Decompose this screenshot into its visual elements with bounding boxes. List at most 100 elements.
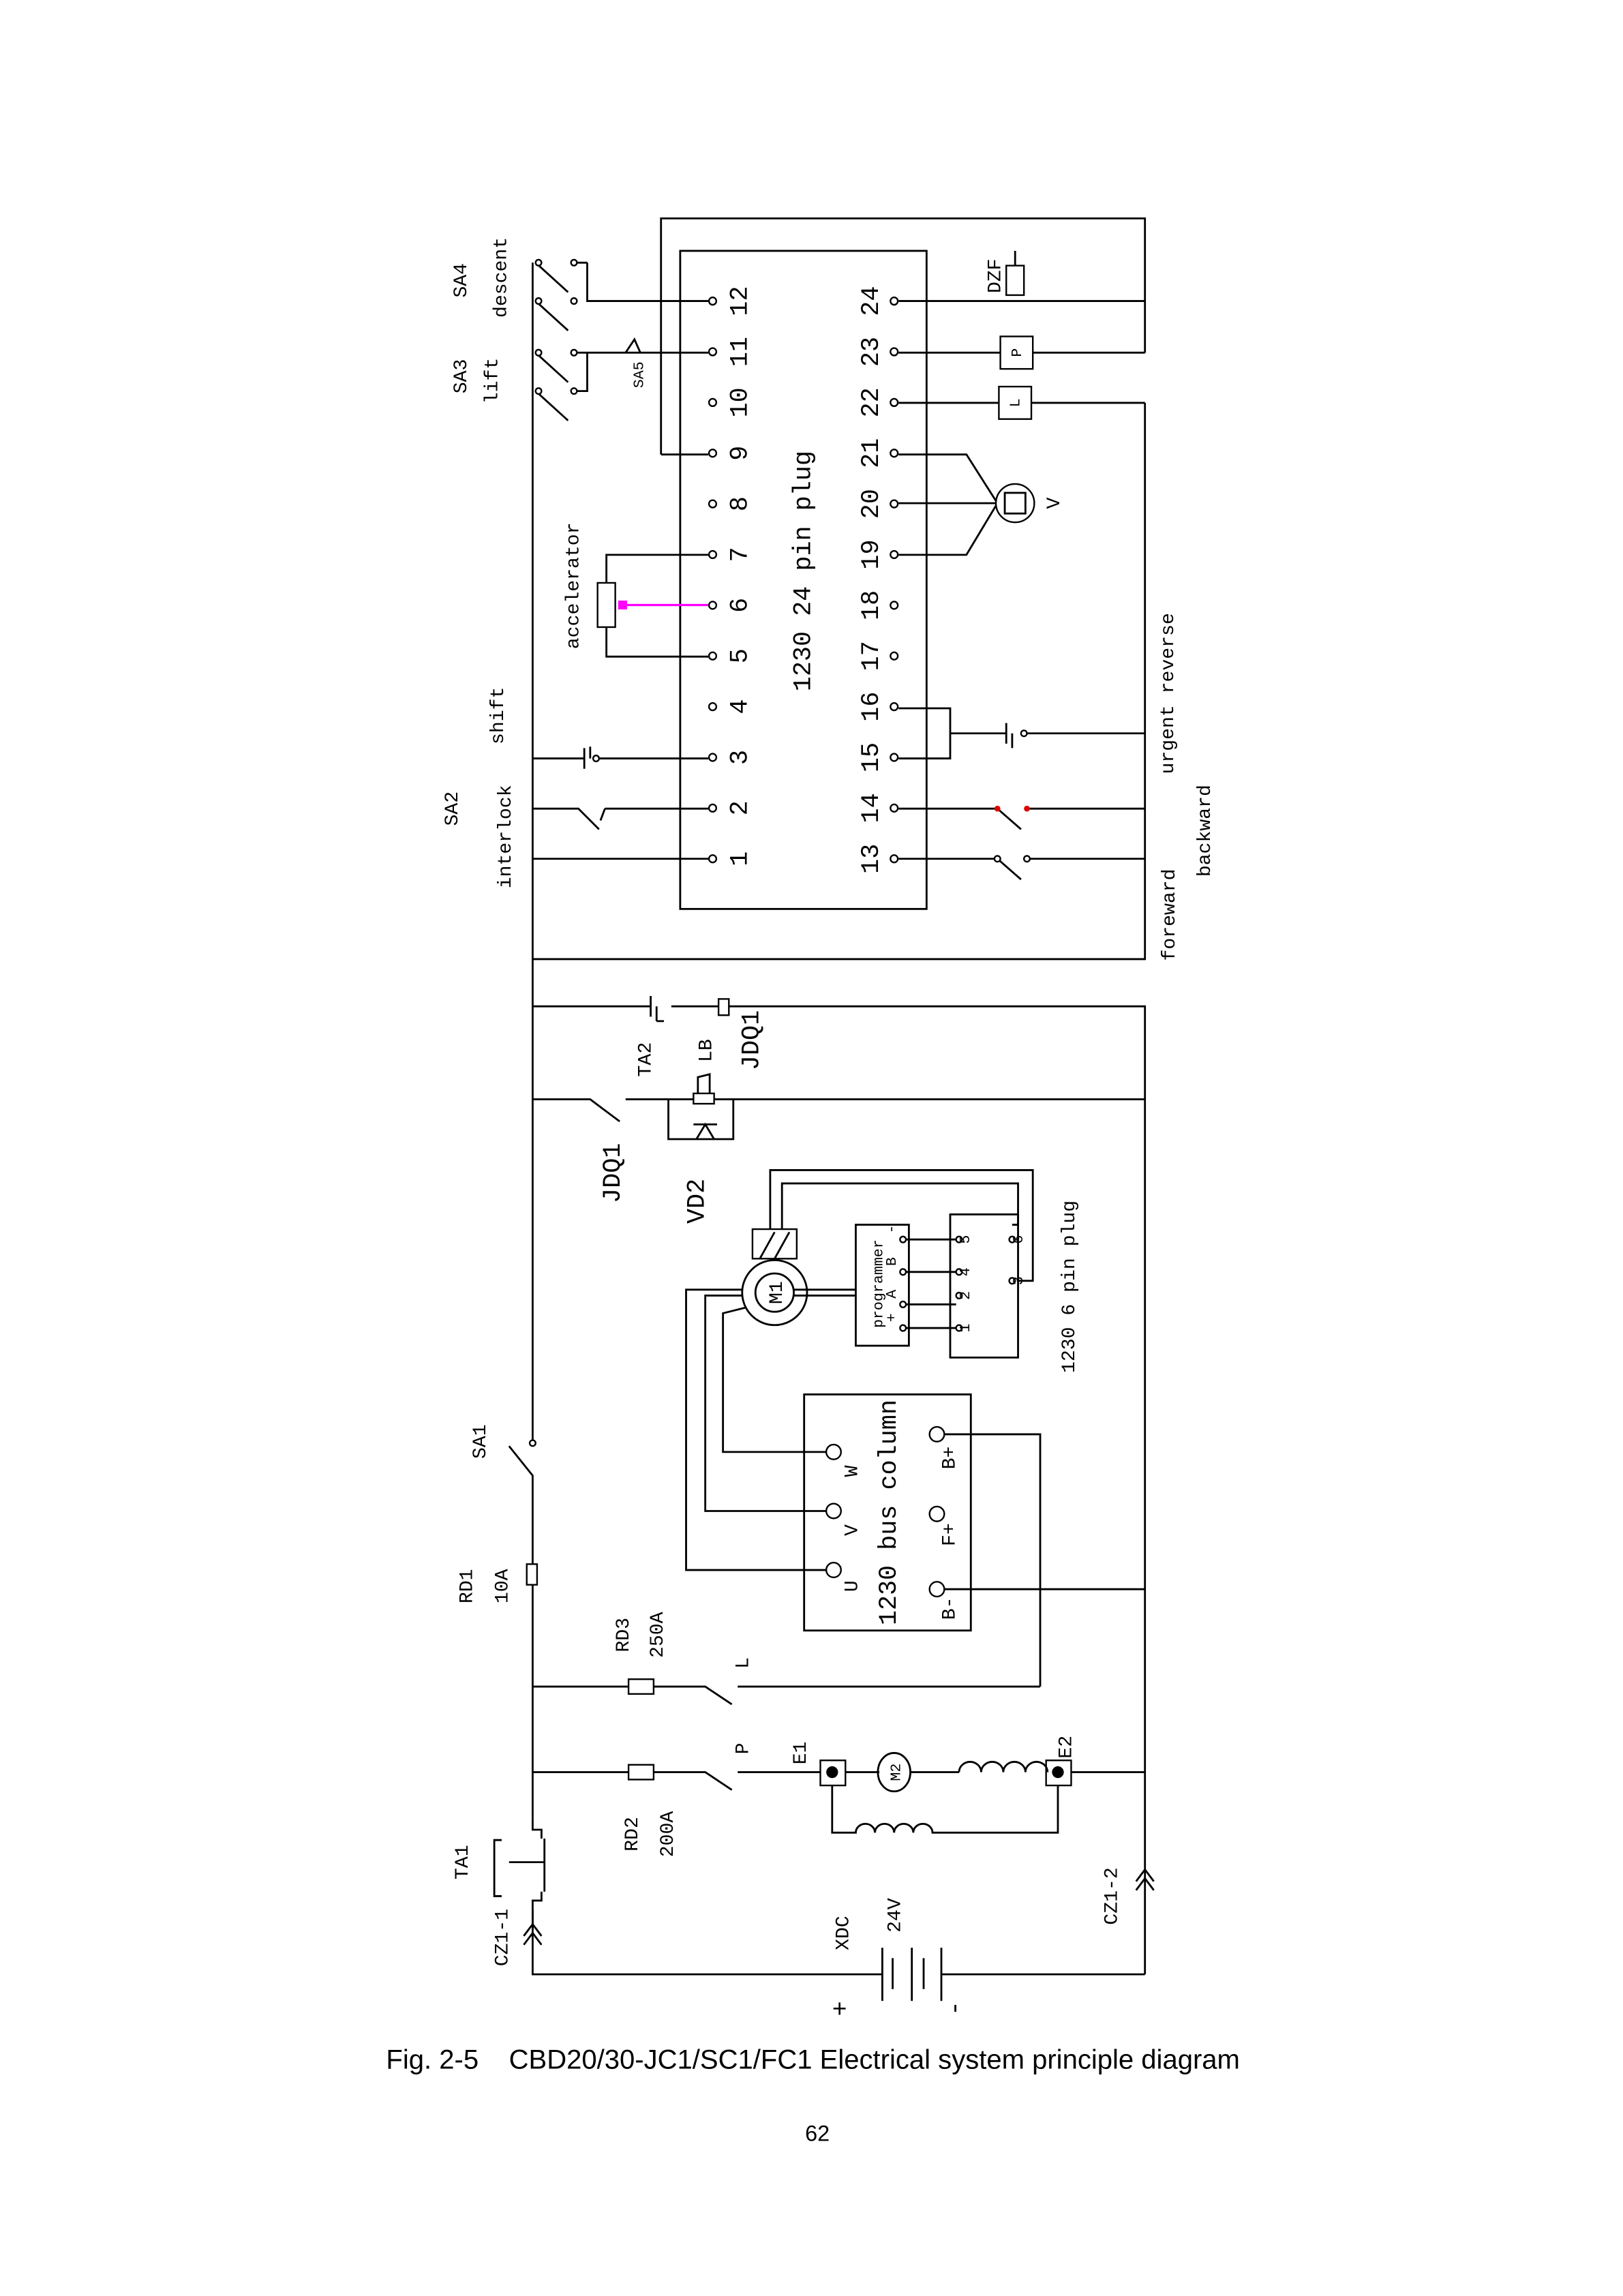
jdq1-contact xyxy=(532,1098,1145,1123)
sa2-label: SA2 xyxy=(442,791,464,826)
sa5-label: SA5 xyxy=(632,361,648,388)
lift-label: lift xyxy=(482,358,503,404)
sa5-switch xyxy=(624,337,641,354)
plug24-pin xyxy=(708,601,718,610)
plug24-pin-number: 11 xyxy=(726,337,755,367)
plug24-pin xyxy=(890,297,899,306)
programmer-label: programmer xyxy=(870,1239,887,1328)
jdq1-coil-circuit xyxy=(532,1005,1147,1975)
plug24-pin-number: 15 xyxy=(858,742,886,772)
plug6-pin-number: 6 xyxy=(1011,1235,1027,1244)
rd1-label: RD1 xyxy=(457,1569,479,1604)
plug6-pin-number: 3 xyxy=(1011,1276,1027,1285)
jdq1-coil xyxy=(717,998,730,1016)
figure-caption: Fig. 2-5 CBD20/30-JC1/SC1/FC1 Electrical… xyxy=(386,2045,1240,2075)
plug24-pin xyxy=(890,651,899,661)
ta1-emergency-switch xyxy=(493,1817,546,1909)
v-phase-wire xyxy=(704,1295,827,1512)
rd1-rating: 10A xyxy=(493,1569,514,1603)
cz1-1-label: CZ1-1 xyxy=(493,1909,514,1966)
plug24-pin-number: 8 xyxy=(726,496,755,511)
plug24-pin-number: 14 xyxy=(858,793,886,823)
u-terminal xyxy=(825,1562,842,1579)
vd2-diode xyxy=(667,1099,735,1141)
rd2-label: RD2 xyxy=(622,1817,643,1852)
ta2-pushbutton xyxy=(650,996,665,1023)
battery-xdc xyxy=(881,1948,943,2002)
page-number: 62 xyxy=(805,2121,830,2146)
horn-lb xyxy=(693,1092,715,1105)
plug24-pin xyxy=(890,702,899,712)
accelerator-potentiometer xyxy=(596,554,708,658)
plug24-pin xyxy=(708,397,718,407)
horn-icon xyxy=(697,1072,711,1093)
plug6-box xyxy=(949,1213,1019,1359)
urgent-reverse-switch xyxy=(898,707,1145,759)
foreward-switch xyxy=(898,855,1145,881)
plug24-pin xyxy=(708,347,718,357)
foreward-label: foreward xyxy=(1159,868,1181,961)
plug24-pin-number: 3 xyxy=(726,750,755,765)
sa3-lift-switch xyxy=(534,348,680,421)
plug24-box xyxy=(679,250,928,910)
battery-plus-label: + xyxy=(832,1997,847,2025)
programmer-pins: +AB- xyxy=(884,1225,956,1332)
sa3-label: SA3 xyxy=(451,359,472,394)
shift-pushbutton xyxy=(532,746,708,769)
l-contactor-coil xyxy=(898,385,1145,420)
plug24-pin-number: 16 xyxy=(858,692,886,722)
backward-switch xyxy=(898,805,1145,830)
programmer-pin-label: + xyxy=(884,1313,900,1322)
v-label: V xyxy=(843,1524,864,1536)
voltage-label: 24V xyxy=(885,1898,906,1933)
plug24-pin xyxy=(708,449,718,458)
u-phase-wire xyxy=(685,1288,827,1571)
m2-label: M2 xyxy=(888,1764,905,1781)
b-plus-terminal xyxy=(928,1425,945,1442)
plug24-pin xyxy=(708,854,718,864)
plug6-pin-number: 5 xyxy=(958,1235,974,1244)
b-plus-label: B+ xyxy=(939,1447,960,1470)
relay-section: TA2 LB JDQ1 JDQ1 VD2 M1 programmer +AB- … xyxy=(532,996,1147,1975)
b-minus-label: B- xyxy=(939,1597,960,1620)
backward-label: backward xyxy=(1195,785,1216,877)
plug24-pin-number: 24 xyxy=(858,286,886,316)
bus-column-box xyxy=(803,1393,972,1632)
plug24-pin xyxy=(890,499,899,509)
programmer-pin xyxy=(899,1300,907,1308)
urgent-reverse-label: urgent reverse xyxy=(1158,613,1179,774)
sa4-label: SA4 xyxy=(451,263,472,298)
plug6-pin-number: 2 xyxy=(958,1291,974,1300)
programmer-box xyxy=(855,1224,910,1347)
plug24-pin xyxy=(890,803,899,813)
plug6-pin-number: 1 xyxy=(958,1324,974,1333)
pin-11-12-wires xyxy=(680,300,708,354)
plug24-pin xyxy=(890,549,899,560)
w-label: W xyxy=(843,1465,864,1477)
plug24-pin xyxy=(708,803,718,813)
plug24-pin-number: 10 xyxy=(726,387,755,417)
battery-gauge xyxy=(898,453,1035,556)
plug24-pin xyxy=(890,753,899,762)
plug24-pin-number: 5 xyxy=(726,648,755,663)
sa1-label: SA1 xyxy=(470,1424,491,1459)
dzf-valve xyxy=(898,250,1145,302)
plug24-pin xyxy=(708,651,718,661)
w-terminal xyxy=(825,1443,842,1460)
l-circuit-wire xyxy=(532,1685,1041,1706)
plug24-pin-number: 2 xyxy=(726,800,755,815)
sa2-interlock-switch xyxy=(532,807,708,830)
plug6-pin xyxy=(955,1324,963,1332)
p-circuit-wire xyxy=(532,1771,1145,1791)
sa4-descent-switch xyxy=(534,258,680,331)
f-plus-label: F+ xyxy=(939,1523,960,1546)
plug24-pin xyxy=(890,854,899,864)
programmer-pin xyxy=(899,1235,907,1243)
rd2-rating: 200A xyxy=(658,1811,679,1858)
series-field-coil xyxy=(958,1761,1049,1772)
plug24-pin xyxy=(890,449,899,458)
plug24-pin-number: 23 xyxy=(858,337,886,367)
p-contact-label: P xyxy=(733,1743,754,1755)
